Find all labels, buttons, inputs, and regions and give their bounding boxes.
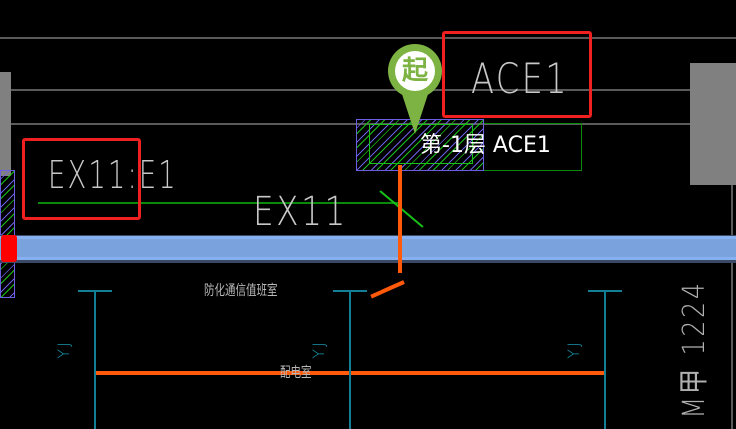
start-location-pin[interactable]: 起 [388,44,442,140]
highlight-box-right[interactable] [442,31,592,118]
equipment-tag-outline [484,123,582,171]
green-cable-line[interactable] [38,202,400,204]
room-label-power-distribution: 配电室 [280,365,312,381]
highlight-box-left[interactable] [22,138,141,220]
cable-tray[interactable] [0,235,736,263]
start-icon: 起 [395,51,435,91]
yj-column-1 [94,290,96,429]
wall-line-top [0,37,736,39]
tray-endpoint-marker[interactable] [1,235,17,262]
yj-label-2: YJ [308,340,328,359]
equipment-label-ace1[interactable]: ACE1 [471,54,570,103]
door-tag: M甲 1224 [677,280,712,419]
floor-equipment-tag: 第-1层 ACE1 [420,133,551,158]
yj-label-3: YJ [563,340,583,359]
left-column [0,72,11,176]
yj-column-2 [349,290,351,429]
route-diagonal-segment[interactable] [370,280,405,299]
wall-line-middle [10,89,690,91]
right-wall-line [731,185,733,429]
pin-tip [400,88,430,134]
yj-label-1: YJ [53,340,73,359]
equipment-label-ex11-e1[interactable]: EX11:E1 [48,153,178,197]
left-hatch-equipment[interactable] [0,170,15,298]
room-label-comm-duty: 防化通信值班室 [204,283,278,299]
yj-column-3 [604,290,606,429]
route-vertical-segment[interactable] [398,165,402,273]
wall-line-lower [10,123,690,125]
cable-label-ex11[interactable]: EX11 [253,189,348,235]
right-column [690,63,736,185]
